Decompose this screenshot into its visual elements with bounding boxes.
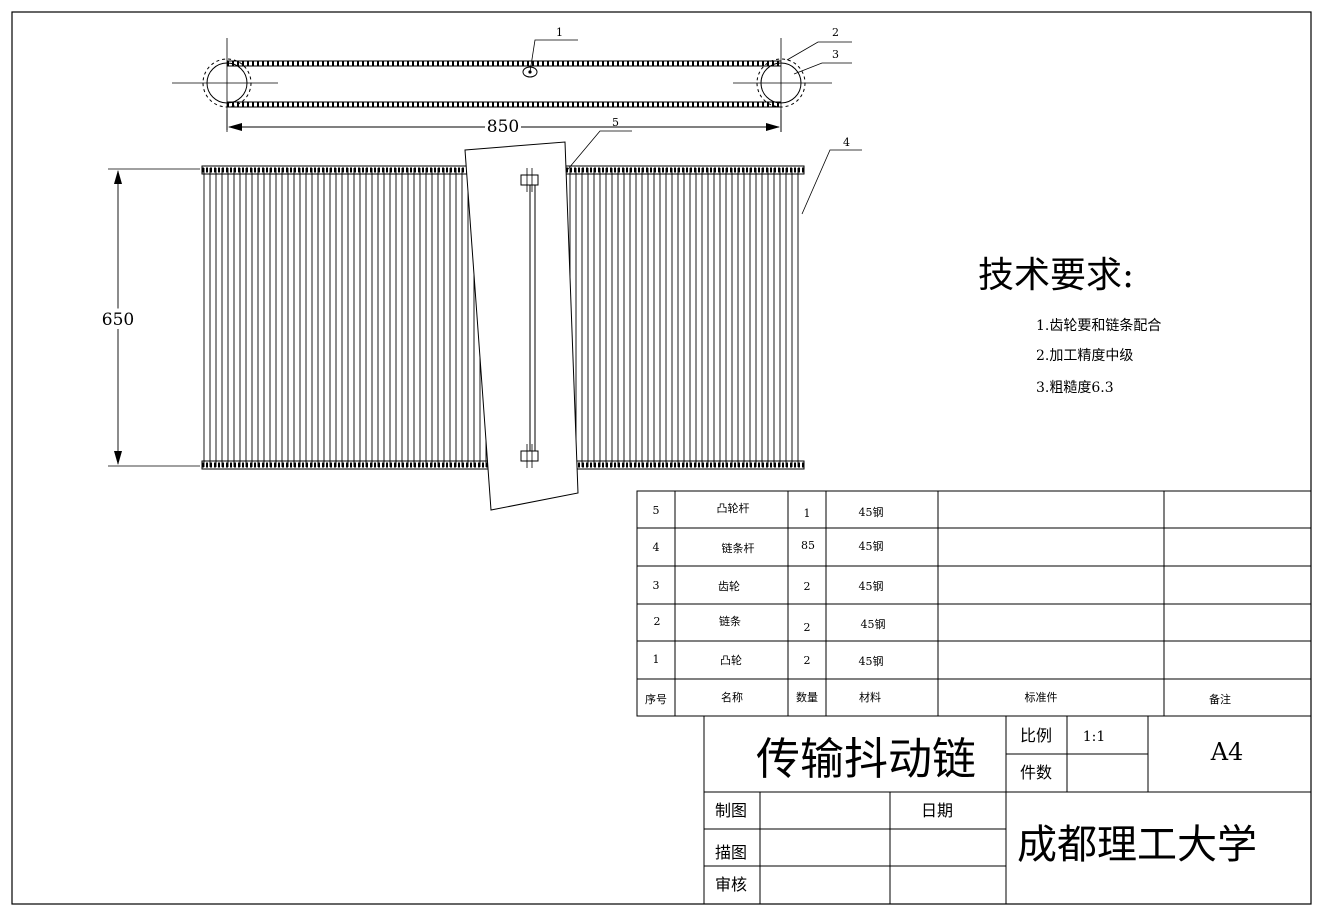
bom-row-3-no: 3: [653, 579, 660, 592]
technical-requirements: 技术要求: 1.齿轮要和链条配合 2.加工精度中级 3.粗糙度6.3: [978, 255, 1161, 396]
requirement-item-1: 1.齿轮要和链条配合: [1036, 317, 1161, 334]
bom-row-4-qty: 85: [801, 539, 815, 552]
drawing-title: 传输抖动链: [756, 734, 976, 785]
bom-row-2-qty: 2: [804, 621, 811, 634]
bom-row-4-name: 链条杆: [722, 541, 755, 555]
chain-strands: [227, 60, 781, 108]
bom-header-qty: 数量: [796, 691, 818, 704]
bom-row-1-name: 凸轮: [720, 653, 742, 667]
bom-row-2-no: 2: [654, 615, 661, 628]
drawn-by-label: 制图: [715, 801, 747, 820]
cam-bar-plate: [464, 141, 579, 511]
bom-row-5-no: 5: [653, 504, 660, 517]
bom-row-1-material: 45钢: [859, 655, 884, 668]
bom-row-5-material: 45钢: [859, 506, 884, 519]
scale-value: 1:1: [1083, 729, 1106, 745]
balloon-4: 4: [843, 136, 850, 149]
bom-header-standard: 标准件: [1025, 690, 1058, 704]
balloon-1: 1: [556, 26, 563, 39]
bom-header-no: 序号: [645, 692, 667, 706]
bom-header-name: 名称: [721, 690, 743, 704]
scale-label: 比例: [1020, 726, 1052, 745]
bom-row-5-name: 凸轮杆: [717, 501, 750, 515]
date-label: 日期: [921, 801, 953, 820]
bom-row-4-no: 4: [653, 541, 660, 554]
balloon-5: 5: [612, 116, 619, 129]
bom-row-3-qty: 2: [804, 580, 811, 593]
sheet-size: A4: [1210, 738, 1244, 766]
bom-table: [636, 490, 1312, 717]
requirements-title: 技术要求:: [978, 255, 1134, 296]
bom-row-2-material: 45钢: [861, 618, 886, 631]
width-value: 650: [102, 310, 134, 330]
organization-name: 成都理工大学: [1017, 822, 1257, 868]
title-block-text: 传输抖动链 比例 1:1 件数 A4 制图 描图 审核 日期 成都理工大学: [715, 726, 1257, 894]
width-dimension: 650: [98, 168, 200, 467]
length-value: 850: [487, 117, 519, 137]
requirement-item-3: 3.粗糙度6.3: [1036, 380, 1114, 396]
bom-row-1-qty: 2: [804, 654, 811, 667]
balloon-3: 3: [832, 48, 839, 61]
bom-row-2-name: 链条: [719, 614, 741, 628]
bom-row-3-material: 45钢: [859, 580, 884, 593]
balloons: 1 2 3 4 5: [529, 26, 862, 215]
balloon-2: 2: [832, 26, 839, 39]
count-label: 件数: [1020, 763, 1052, 782]
bom-row-3-name: 齿轮: [718, 579, 740, 593]
bom-header-material: 材料: [859, 690, 881, 704]
bom-text: 5 凸轮杆 1 45钢 4 链条杆 85 45钢 3 齿轮 2 45钢 2 链条…: [645, 501, 1231, 706]
chain-plan-view: 650: [98, 141, 805, 511]
requirement-item-2: 2.加工精度中级: [1036, 348, 1133, 364]
bom-header-remark: 备注: [1209, 692, 1231, 706]
length-dimension: 850: [226, 110, 782, 140]
title-block: [703, 716, 1311, 904]
chain-side-view: 850: [172, 38, 832, 140]
bom-row-1-no: 1: [653, 653, 660, 666]
bom-row-5-qty: 1: [804, 507, 811, 520]
checked-by-label: 审核: [715, 875, 747, 894]
sheet-border: [11, 11, 1312, 905]
bom-row-4-material: 45钢: [859, 540, 884, 553]
traced-by-label: 描图: [715, 843, 747, 862]
